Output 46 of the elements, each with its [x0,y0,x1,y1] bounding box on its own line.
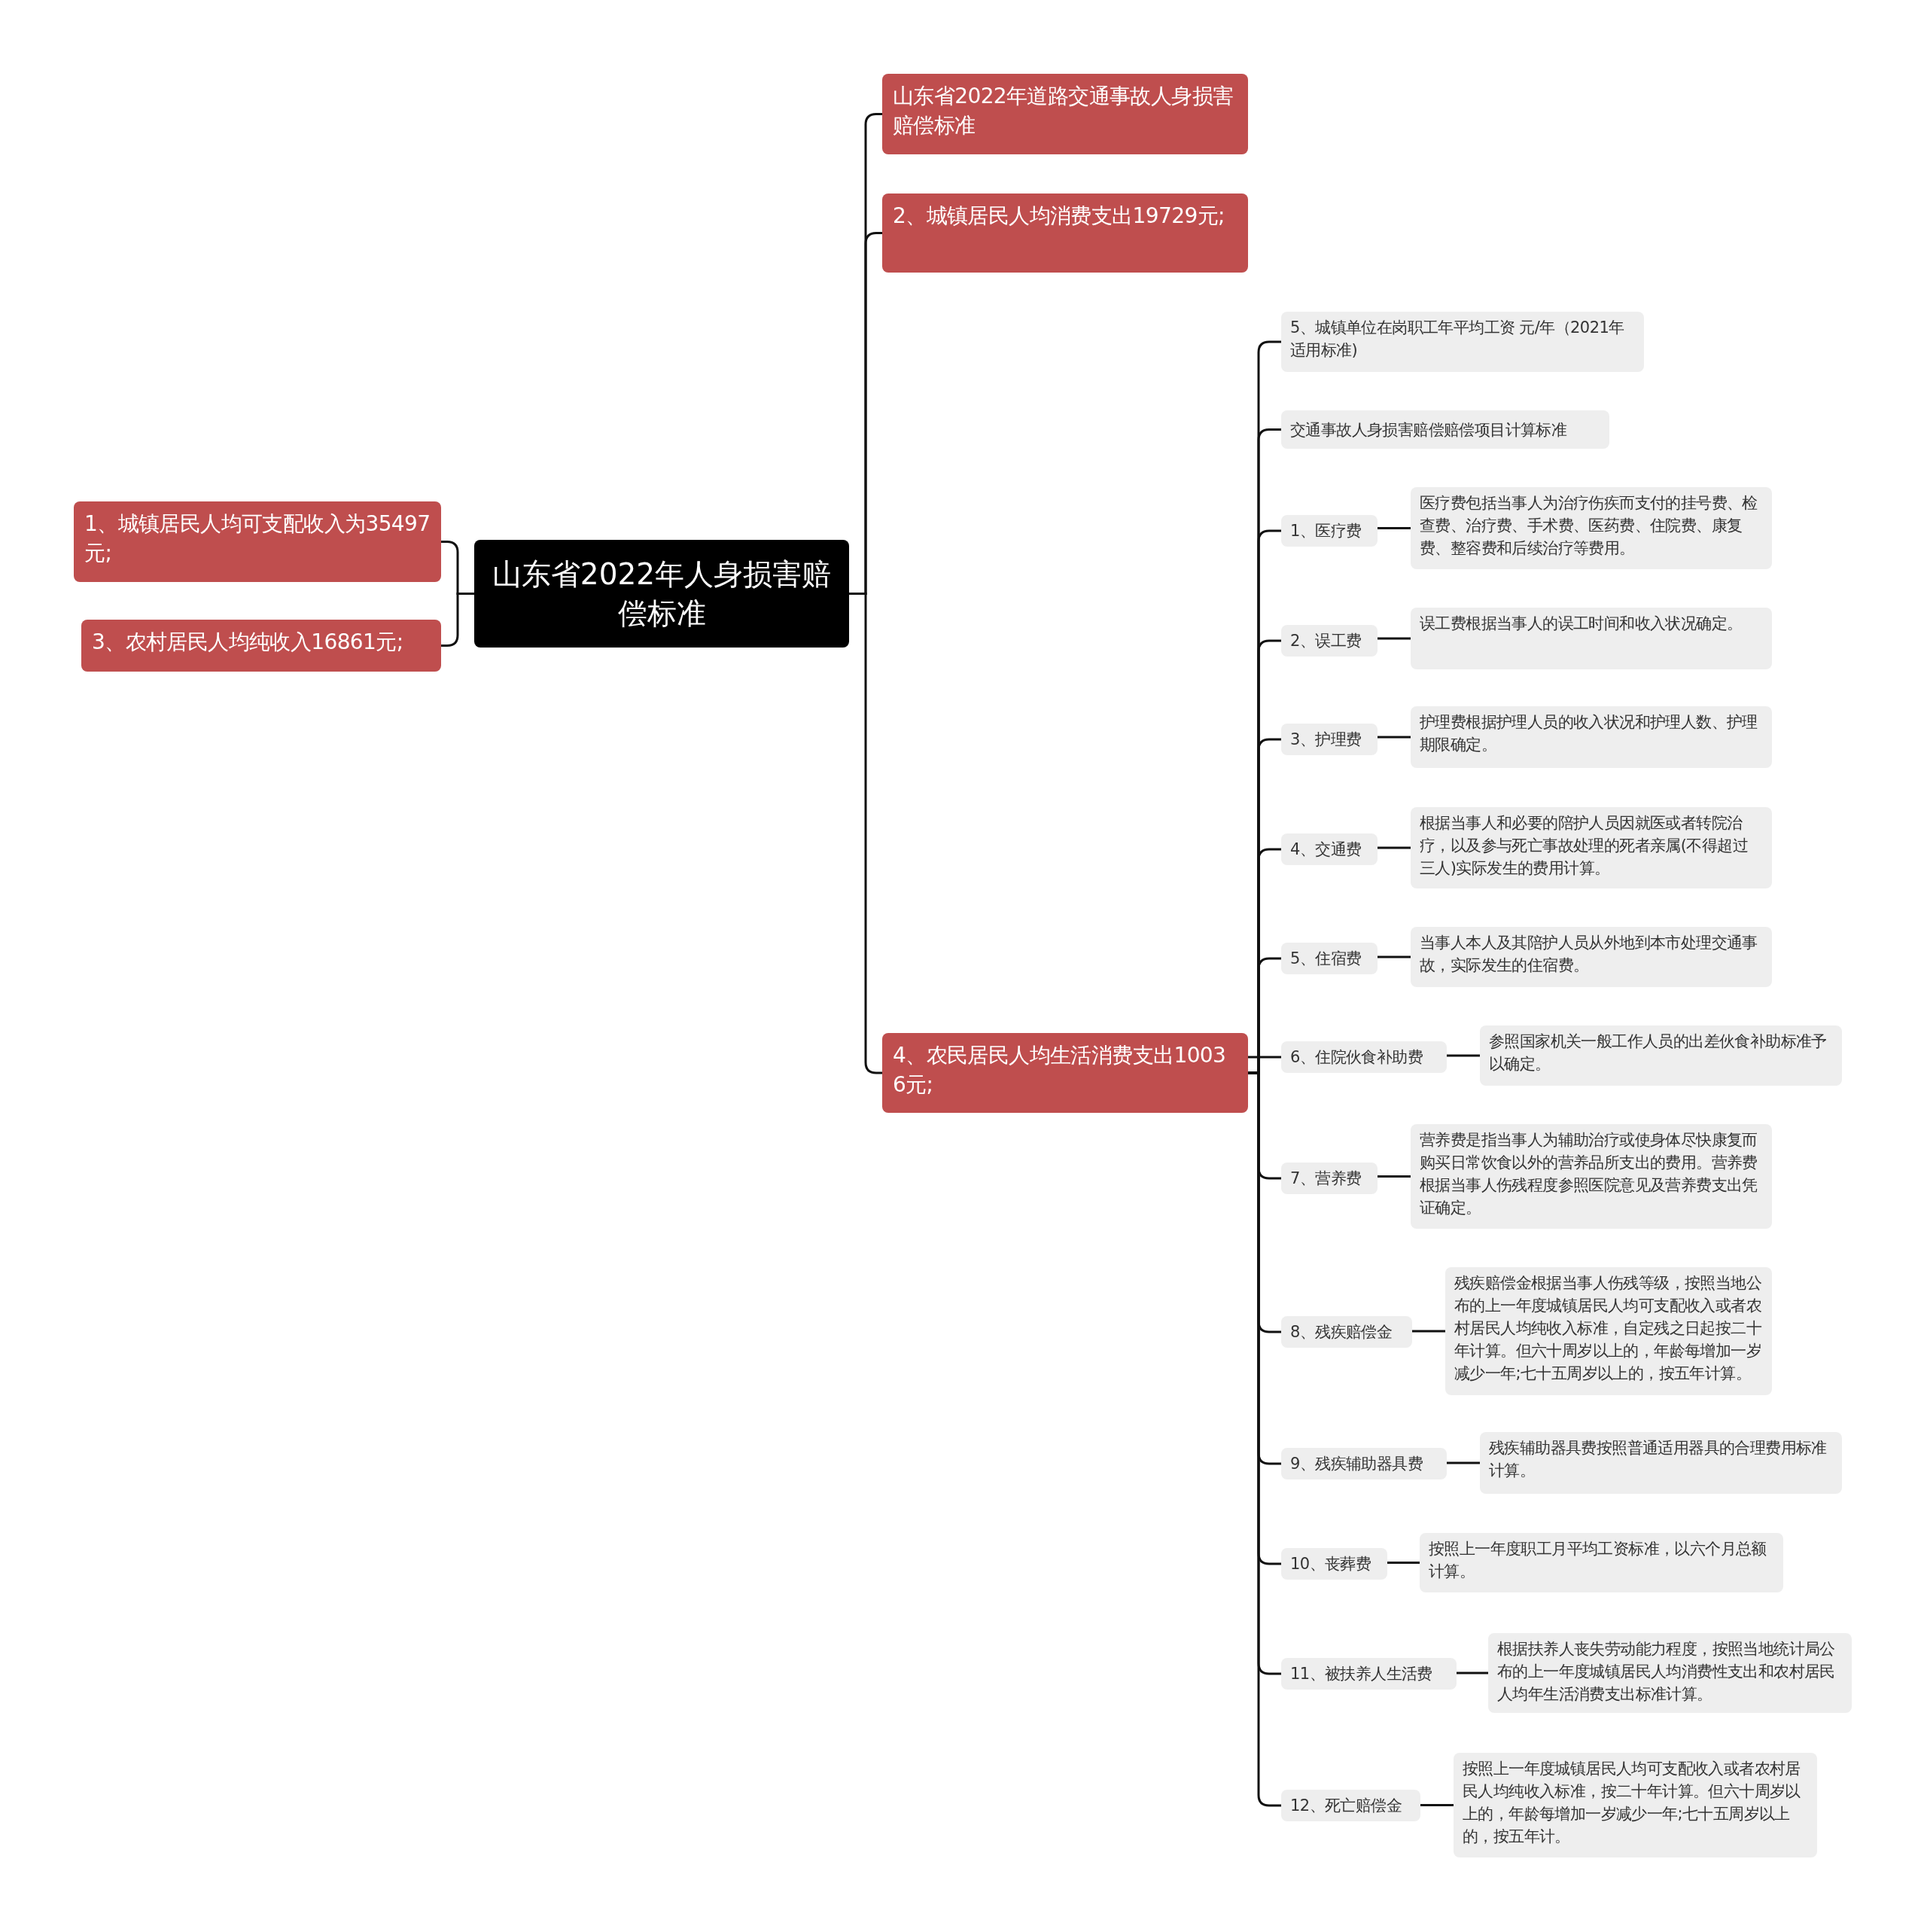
connector-line [1447,1461,1480,1464]
connector-line [1420,1804,1454,1806]
topic-box: 3、农村居民人均纯收入16861元; [81,620,441,672]
subtopic-box: 根据扶养人丧失劳动能力程度，按照当地统计局公布的上一年度城镇居民人均消费性支出和农村居民人均年生活消费支出标准计算。 [1488,1633,1852,1713]
subtopic-box: 6、住院伙食补助费 [1281,1041,1447,1073]
connector-line [1412,1330,1445,1333]
connector-line [1447,1054,1480,1057]
connector-line [1378,1175,1411,1178]
subtopic-box: 误工费根据当事人的误工时间和收入状况确定。 [1411,608,1772,669]
subtopic-box: 4、交通费 [1281,833,1378,865]
subtopic-box: 根据当事人和必要的陪护人员因就医或者转院治疗，以及参与死亡事故处理的死者亲属(不得超过三人)实际发生的费用计算。 [1411,807,1772,888]
connector-line [1248,1056,1281,1059]
topic-box: 4、农民居民人均生活消费支出10036元; [882,1033,1248,1113]
subtopic-box: 按照上一年度职工月平均工资标准，以六个月总额计算。 [1420,1533,1783,1592]
subtopic-box: 2、误工费 [1281,625,1378,657]
subtopic-box: 8、残疾赔偿金 [1281,1316,1412,1348]
connector-line [1378,527,1411,529]
subtopic-box: 参照国家机关一般工作人员的出差伙食补助标准予以确定。 [1480,1025,1842,1086]
connector-line [1378,955,1411,958]
connector-line [1378,846,1411,849]
subtopic-box: 营养费是指当事人为辅助治疗或使身体尽快康复而购买日常饮食以外的营养品所支出的费用。营养费根据当事人伤残程度参照医院意见及营养费支出凭证确定。 [1411,1124,1772,1229]
connector-line [1387,1562,1420,1564]
subtopic-box: 5、城镇单位在岗职工年平均工资 元/年（2021年适用标准) [1281,312,1644,372]
subtopic-box: 残疾辅助器具费按照普通适用器具的合理费用标准计算。 [1480,1432,1842,1494]
subtopic-box: 按照上一年度城镇居民人均可支配收入或者农村居民人均纯收入标准，按二十年计算。但六十周岁以上的，年龄每增加一岁减少一年;七十五周岁以上的，按五年计。 [1454,1753,1817,1857]
subtopic-box: 12、死亡赔偿金 [1281,1790,1420,1821]
subtopic-box: 11、被扶养人生活费 [1281,1658,1457,1690]
subtopic-box: 护理费根据护理人员的收入状况和护理人数、护理期限确定。 [1411,706,1772,768]
connector-line [1457,1671,1488,1675]
topic-box: 山东省2022年道路交通事故人身损害赔偿标准 [882,74,1248,154]
subtopic-box: 7、营养费 [1281,1163,1378,1194]
subtopic-box: 5、住宿费 [1281,943,1378,974]
subtopic-box: 3、护理费 [1281,724,1378,755]
subtopic-box: 9、残疾辅助器具费 [1281,1448,1447,1479]
topic-box: 1、城镇居民人均可支配收入为35497元; [74,501,441,582]
connector-line [1378,637,1411,640]
subtopic-box: 当事人本人及其陪护人员从外地到本市处理交通事故，实际发生的住宿费。 [1411,927,1772,987]
connector-line [1378,736,1411,739]
connector-line [441,593,474,647]
subtopic-box: 1、医疗费 [1281,515,1378,547]
central-topic-box: 山东省2022年人身损害赔偿标准 [474,540,849,648]
topic-box: 2、城镇居民人均消费支出19729元; [882,194,1248,273]
subtopic-box: 残疾赔偿金根据当事人伤残等级，按照当地公布的上一年度城镇居民人均可支配收入或者农村居民人均纯收入标准，自定残之日起按二十年计算。但六十周岁以上的，年龄每增加一岁减少一年;七十五周岁以上的，按五年计算。 [1445,1267,1772,1395]
subtopic-box: 10、丧葬费 [1281,1548,1387,1580]
subtopic-box: 医疗费包括当事人为治疗伤疾而支付的挂号费、检查费、治疗费、手术费、医药费、住院费、康复费、整容费和后续治疗等费用。 [1411,487,1772,569]
subtopic-box: 交通事故人身损害赔偿赔偿项目计算标准 [1281,410,1609,449]
